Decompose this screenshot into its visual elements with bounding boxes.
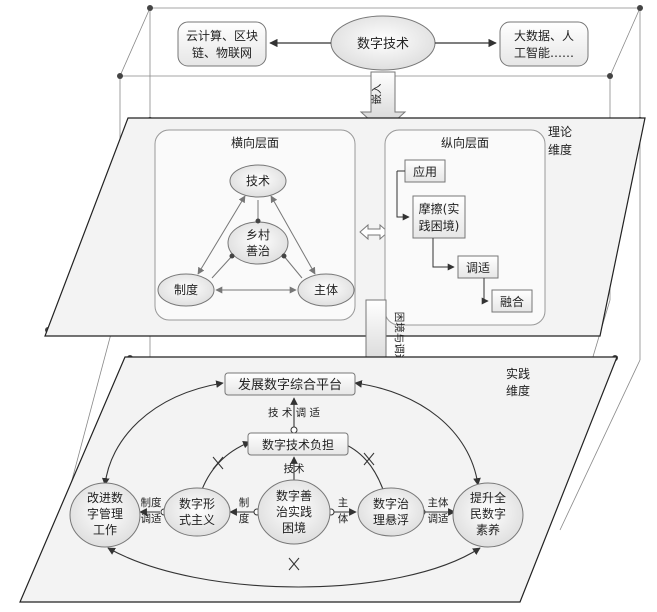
left-tech-line1: 云计算、区块: [186, 28, 258, 43]
formalism-line2: 式主义: [179, 513, 215, 527]
v-friction-box: [412, 195, 466, 239]
left-tech-box: [177, 21, 267, 67]
right-tech-line2: 工智能……: [514, 45, 574, 60]
core-dilemma-node: [257, 479, 331, 545]
horizontal-title: 横向层面: [231, 135, 279, 150]
v-friction-line1: 摩擦(实: [419, 201, 460, 216]
suspend-line2: 理悬浮: [373, 513, 409, 527]
promote-line3: 素养: [476, 522, 500, 537]
tech-small-label: 技术: [284, 462, 305, 475]
sys-adjust-line1: 制度: [141, 496, 162, 509]
h-arrows: [197, 195, 316, 294]
h-subject-node: [297, 273, 355, 307]
v-step-arrows: [396, 170, 489, 305]
core-line3: 困境: [282, 520, 306, 535]
practice-dim-line1: 实践: [506, 366, 530, 381]
h-system-label: 制度: [174, 282, 198, 297]
improve-line1: 改进数: [87, 490, 123, 505]
vertical-title: 纵向层面: [441, 135, 489, 150]
right-tech-line1: 大数据、人: [514, 28, 574, 43]
v-friction-line2: 践困境): [419, 218, 460, 233]
suspend-line1: 数字治: [373, 496, 409, 511]
top-layer: 云计算、区块 链、物联网 数字技术 大数据、人 工智能…… 嵌入: [177, 15, 589, 133]
h-tech-label: 技术: [246, 174, 270, 188]
promote-node: [452, 482, 524, 548]
h-center-line2: 善治: [246, 243, 270, 258]
h-tech-node: [229, 164, 287, 198]
sys-line1: 制: [239, 496, 250, 509]
subj-line2: 体: [338, 513, 349, 525]
improve-line2: 字管理: [87, 506, 123, 521]
v-fuse-label: 融合: [500, 294, 524, 309]
tech-adjust-label: 技 术 调 适: [268, 406, 321, 419]
promote-line2: 民数字: [470, 506, 506, 521]
digital-tech-label: 数字技术: [357, 37, 409, 52]
subj-adjust-line1: 主体: [428, 497, 449, 509]
practice-curves: [101, 380, 481, 588]
sys-adjust-line2: 调适: [141, 513, 162, 525]
theory-plane: 理论 维度 横向层面 技术 乡村 善治 制度 主体 纵: [44, 117, 646, 337]
practice-dim-line2: 维度: [506, 383, 530, 398]
platform-box: [224, 372, 356, 396]
suspend-node: [357, 487, 425, 537]
sys-line2: 度: [239, 512, 250, 525]
burden-label: 数字技术负担: [262, 437, 334, 452]
h-subject-label: 主体: [314, 283, 338, 297]
h-connector-dots: [229, 218, 287, 259]
cross-marks: [212, 452, 375, 571]
right-tech-box: [499, 21, 589, 67]
core-line2: 治实践: [276, 504, 312, 519]
h-center-line1: 乡村: [246, 228, 270, 242]
theory-dim-line1: 理论: [548, 125, 572, 139]
core-line1: 数字善: [276, 488, 312, 503]
h-system-node: [157, 273, 215, 307]
formalism-node: [163, 487, 231, 537]
embed-label: 嵌入: [371, 83, 383, 104]
v-fuse-box: [491, 289, 533, 313]
left-tech-line2: 链、物联网: [192, 45, 252, 60]
subj-line1: 主: [338, 497, 349, 509]
practice-plane: 实践 维度: [19, 356, 618, 603]
middle-label: 困境与调适: [393, 312, 406, 365]
formalism-line1: 数字形: [179, 496, 215, 511]
v-adjust-label: 调适: [466, 261, 490, 275]
subj-adjust-line2: 调适: [428, 513, 449, 525]
v-apply-label: 应用: [413, 164, 437, 179]
burden-box: [247, 432, 349, 456]
platform-label: 发展数字综合平台: [238, 377, 342, 393]
v-adjust-box: [457, 255, 499, 279]
promote-line1: 提升全: [470, 490, 506, 505]
improve-node: [69, 482, 141, 548]
theory-dim-line2: 维度: [548, 142, 572, 157]
improve-line3: 工作: [93, 523, 117, 537]
